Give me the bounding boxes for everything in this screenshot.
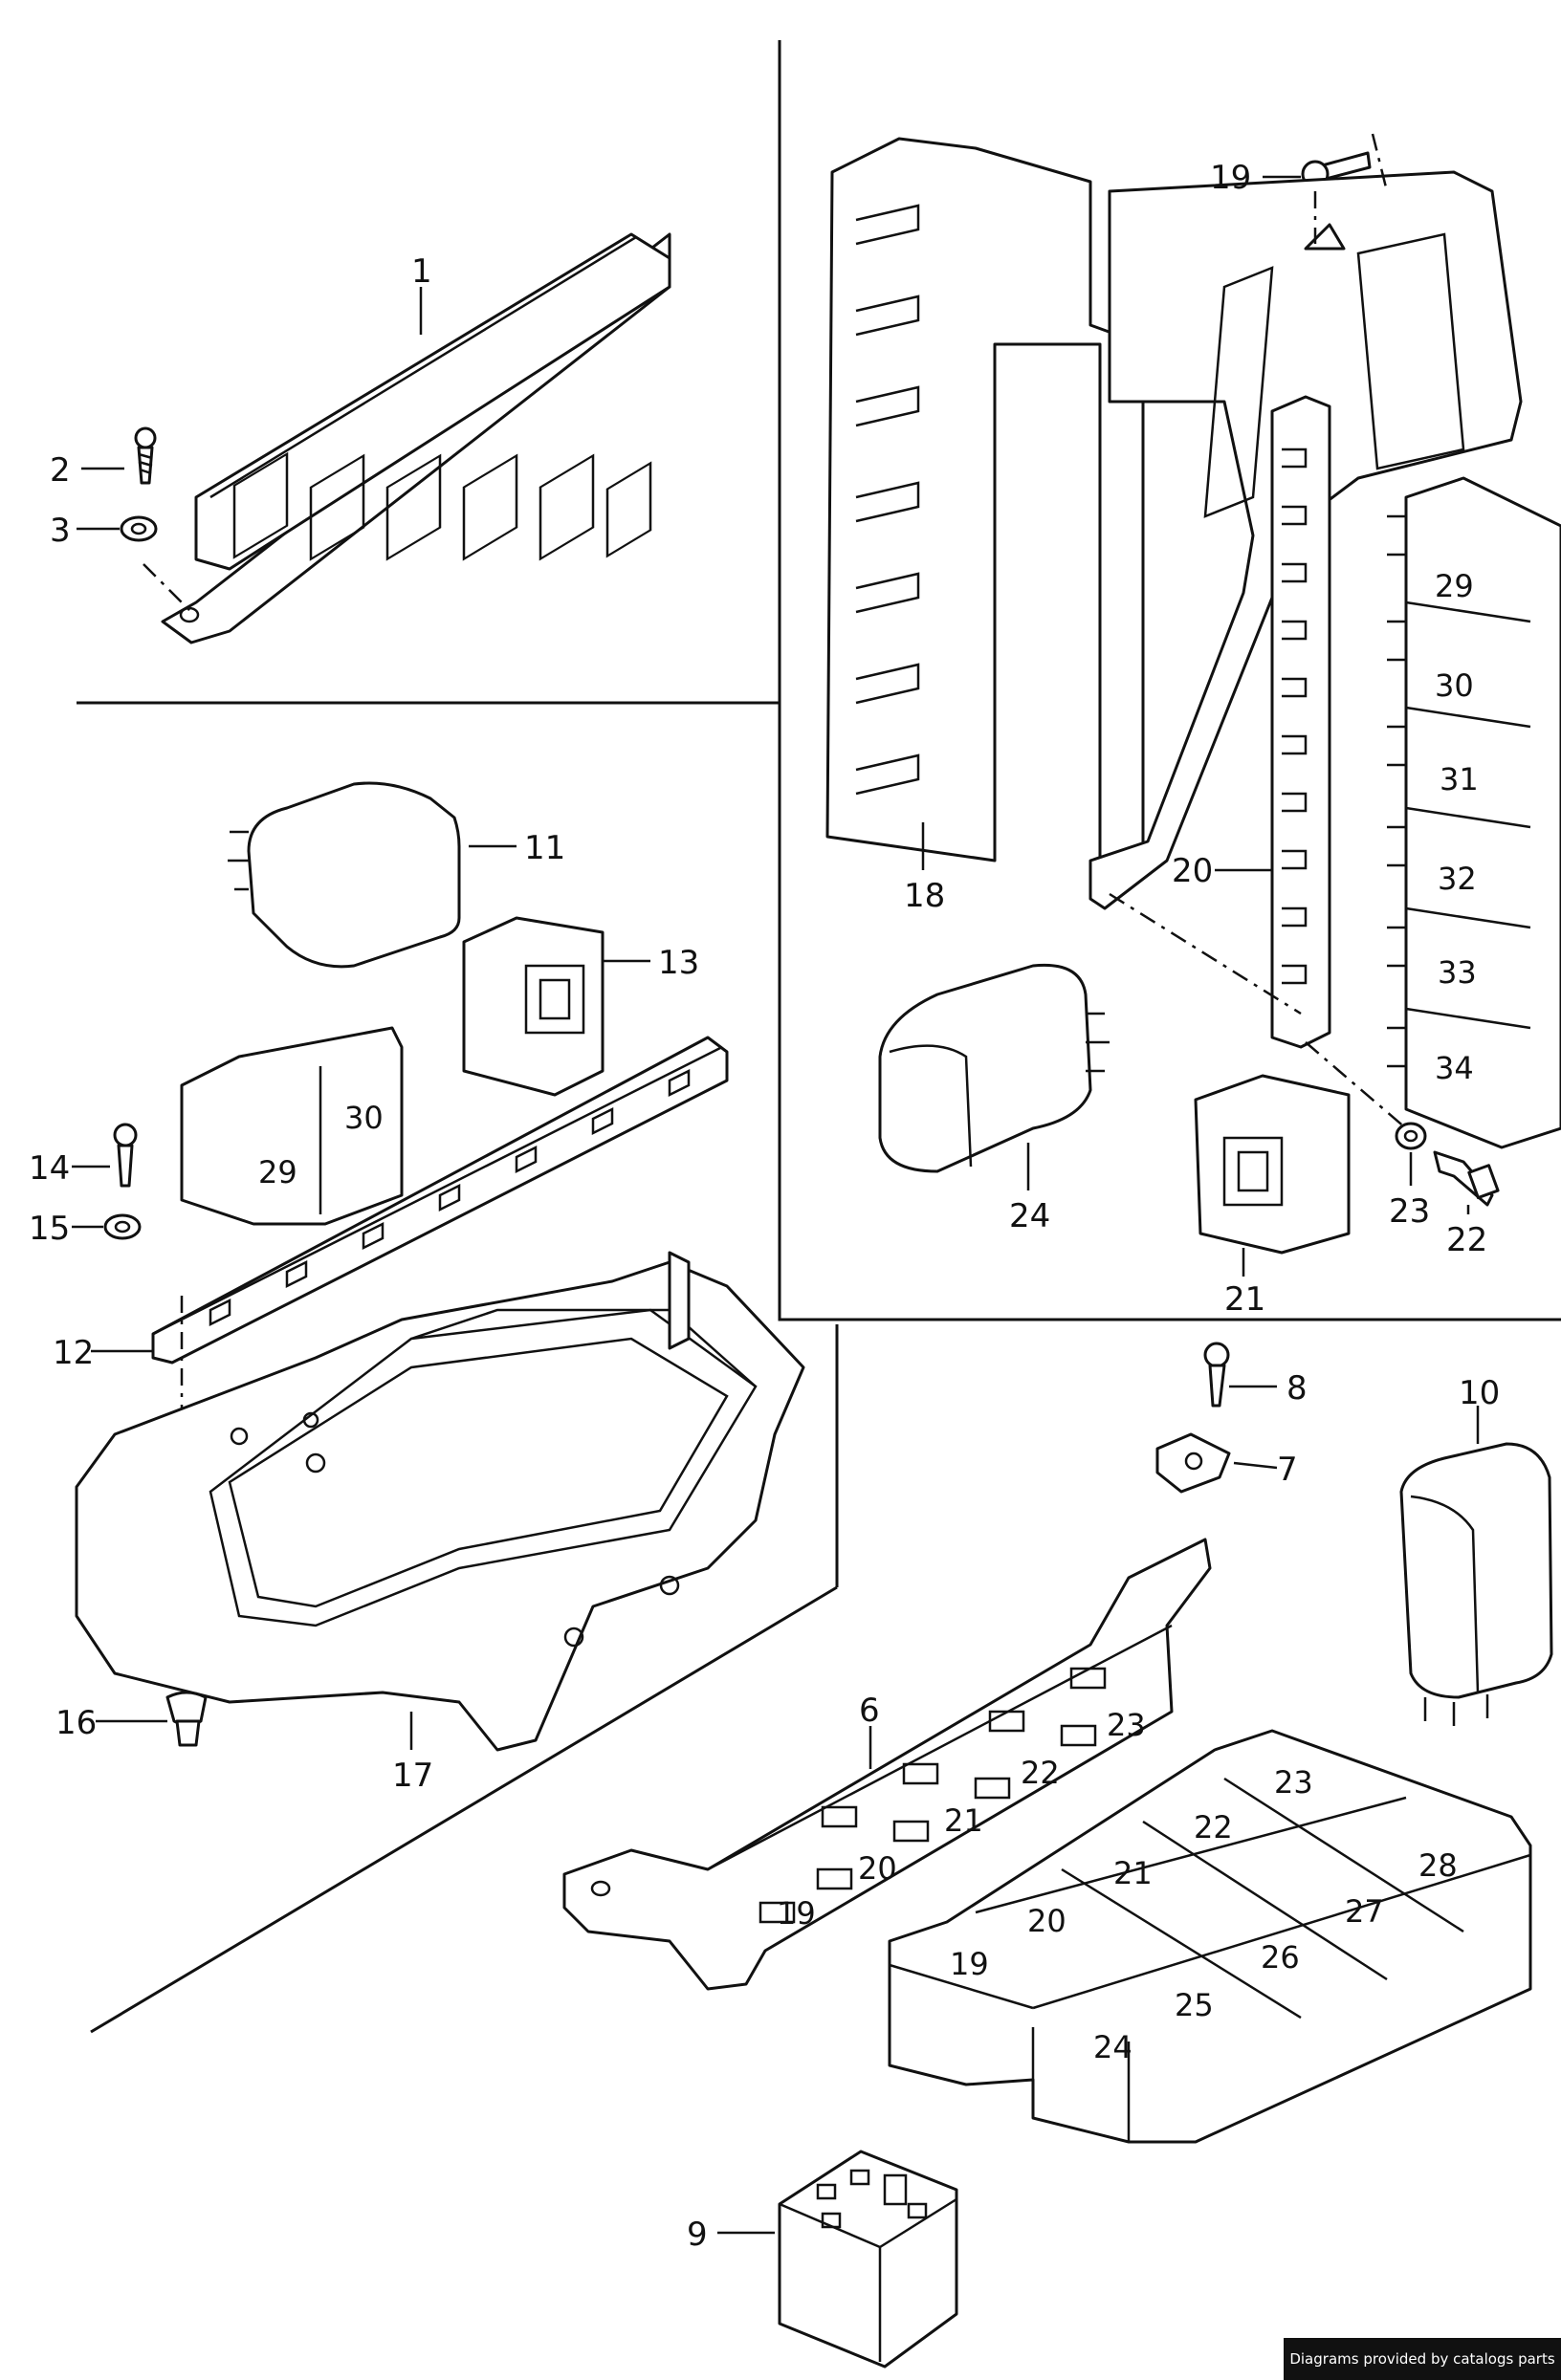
mid-29-label: 29 [258,1154,297,1190]
relay-22-label: 22 [1194,1809,1233,1845]
callout-12: 12 [53,1334,94,1372]
callout-22: 22 [1446,1221,1487,1259]
relay-carrier-strip-1 [161,232,671,644]
relay-24-label: 24 [1093,2029,1132,2065]
screw-2 [134,426,157,485]
relay-27-label: 27 [1345,1893,1384,1930]
callout-21: 21 [1224,1280,1265,1319]
bolt-22 [1433,1150,1500,1207]
callout-15: 15 [29,1210,70,1248]
section-dividers [77,40,1561,2034]
callout-6: 6 [859,1692,880,1730]
leader-lines [72,175,1480,2235]
carrier-21-label: 21 [944,1802,983,1839]
relay-23-label: 23 [1274,1764,1313,1801]
carrier-19-label: 19 [777,1895,816,1932]
slot-29-label: 29 [1435,568,1474,604]
callout-2: 2 [50,451,71,490]
relay-21-label: 21 [1113,1855,1153,1891]
relay-stack-right: 29 30 31 32 33 34 [1387,476,1561,1149]
relay-panel-18 [825,137,1145,886]
slot-32-label: 32 [1438,861,1477,897]
base-plate-17 [75,1251,805,1752]
callout-17: 17 [392,1757,433,1795]
callout-11: 11 [524,829,565,867]
connector-strip-12 [151,1036,729,1365]
callout-1: 1 [411,252,432,291]
relay-socket-13 [462,916,605,1097]
mid-30-label: 30 [344,1100,384,1136]
callout-13: 13 [658,944,699,982]
relay-11 [228,781,461,969]
carrier-22-label: 22 [1021,1755,1060,1791]
relay-28-label: 28 [1418,1847,1458,1884]
relay-socket-21 [1194,1074,1351,1255]
terminal-strip-20 [1109,395,1331,1049]
callout-14: 14 [29,1149,70,1188]
callout-16: 16 [55,1704,97,1742]
credit-badge: Diagrams provided by catalogs parts [1284,2338,1561,2380]
slot-30-label: 30 [1435,667,1474,704]
relay-housing-outline [1088,133,1523,910]
clip-16 [165,1691,208,1747]
callout-19: 19 [1210,159,1251,197]
relay-24 [878,963,1110,1173]
callout-7: 7 [1277,1451,1298,1489]
washer-15 [103,1213,142,1240]
carrier-23-label: 23 [1107,1707,1146,1743]
callouts: 1 2 3 11 13 14 15 12 16 17 18 19 20 21 2… [29,159,1500,2254]
callout-3: 3 [50,512,71,550]
relay-19-label: 19 [950,1946,989,1982]
callout-23: 23 [1389,1192,1430,1231]
relays-29-30: 29 30 [180,1026,404,1226]
washer-23 [1395,1122,1427,1150]
callout-24: 24 [1009,1197,1050,1235]
screw-8 [1203,1342,1230,1408]
washer-3 [120,515,158,542]
slot-34-label: 34 [1435,1050,1474,1086]
callout-9: 9 [687,2216,708,2254]
relay-26-label: 26 [1261,1939,1300,1976]
slot-33-label: 33 [1438,954,1477,991]
relay-carrier-6: 19 20 21 22 23 [562,1538,1212,1991]
relay-array-19-28: 19 20 21 22 23 24 25 26 27 28 [888,1729,1532,2144]
relay-25-label: 25 [1175,1987,1214,2023]
carrier-20-label: 20 [858,1850,897,1887]
relay-10 [1399,1442,1553,1726]
connector-block-9 [778,2150,958,2369]
callout-18: 18 [904,877,945,915]
slot-31-label: 31 [1440,761,1479,797]
screw-14 [113,1123,138,1188]
callout-8: 8 [1286,1369,1308,1408]
clip-nut-7 [1155,1432,1231,1494]
callout-10: 10 [1459,1374,1500,1412]
relay-20-label: 20 [1027,1903,1066,1939]
callout-20: 20 [1172,852,1213,890]
